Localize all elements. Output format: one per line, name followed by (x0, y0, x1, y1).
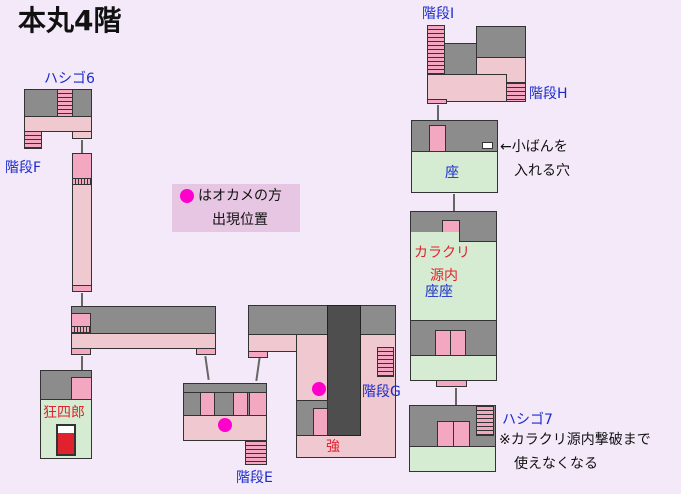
label-kaidan-i: 階段I (422, 6, 455, 22)
connector (255, 356, 261, 382)
label-kaidan-f: 階段F (5, 160, 42, 176)
label-kaidan-g: 階段G (362, 384, 401, 400)
label-kaidan-e: 階段E (236, 470, 273, 486)
legend-marker-icon (180, 189, 194, 203)
connector (437, 105, 439, 121)
label-kaidan-h: 階段H (529, 86, 568, 102)
lower-right-door1 (435, 330, 451, 356)
hashigo7-room (409, 446, 496, 472)
hashigo6-floor (24, 116, 92, 132)
coin-slot-icon[interactable] (482, 142, 493, 149)
vertical-corridor (72, 184, 92, 286)
kaidan-e-door2 (233, 392, 248, 416)
okame-marker-icon (312, 382, 326, 396)
lower-right-room (410, 355, 497, 381)
kaidan-h-stairs[interactable] (506, 83, 526, 102)
label-hashigo7: ハシゴ7 (502, 412, 553, 428)
g-block-inner-door (313, 408, 328, 436)
karakuri-room (410, 241, 497, 321)
lower-right-exit (436, 380, 467, 387)
g-block-dark-shaft (327, 305, 361, 436)
za-room-door (429, 125, 446, 152)
kaidan-e-door1 (200, 392, 215, 416)
g-block-door (248, 351, 268, 358)
note-line2: 使えなくなる (514, 456, 598, 472)
kaidan-i-room-right (476, 26, 526, 58)
kyoshiro-boss-head-icon (58, 426, 74, 433)
label-kyoshiro: 狂四郎 (43, 405, 85, 421)
legend-line1: はオカメの方 (198, 188, 282, 204)
label-hashigo6: ハシゴ6 (44, 71, 95, 87)
karakuri-room-notch (411, 232, 459, 244)
horizontal-corridor (71, 333, 216, 349)
connector (455, 388, 457, 406)
lower-right-door2 (450, 330, 466, 356)
hashigo7-ladder[interactable] (476, 406, 494, 436)
kaidan-i-stairs[interactable] (427, 25, 445, 75)
za-room (411, 151, 498, 193)
label-gennai: 源内 (430, 268, 458, 284)
legend-box (172, 184, 300, 232)
hashigo7-door2 (453, 421, 470, 447)
horizontal-corridor-door-l (71, 348, 91, 355)
horizontal-corridor-door-r (196, 348, 216, 355)
horizontal-block-grate (71, 326, 91, 333)
kaidan-i-corridor (427, 74, 507, 102)
page-title: 本丸4階 (18, 4, 122, 37)
horizontal-block-wall (71, 306, 216, 334)
hashigo6-door (72, 131, 92, 139)
kyoshiro-room-door (71, 377, 92, 400)
hashigo6-ladder[interactable] (57, 89, 73, 117)
kaidan-e-stairs[interactable] (245, 441, 267, 465)
horizontal-block-door (71, 313, 91, 327)
label-karakuri: カラクリ (414, 245, 470, 261)
legend-line2: 出現位置 (212, 212, 268, 228)
connector (81, 293, 83, 307)
koban-note-line2: 入れる穴 (514, 163, 570, 179)
hashigo7-door1 (437, 421, 454, 447)
connector (453, 194, 455, 212)
okame-marker-icon (218, 418, 232, 432)
g-block-top-wall (248, 305, 396, 335)
label-za2: 座座 (425, 284, 453, 300)
kaidan-i-room-left (444, 43, 477, 75)
kaidan-g-stairs[interactable] (377, 347, 394, 377)
connector (81, 140, 83, 154)
label-kyo: 強 (326, 439, 340, 455)
kaidan-i-door (427, 99, 447, 104)
connector (204, 355, 210, 381)
vertical-corridor-top (72, 153, 92, 179)
koban-note-line1: ←小ばんを (500, 139, 568, 155)
kaidan-e-door3 (249, 392, 267, 416)
connector (81, 356, 83, 370)
note-line1: ※カラクリ源内撃破まで (499, 432, 651, 448)
label-za1: 座 (445, 165, 459, 181)
vertical-corridor-end (72, 285, 92, 292)
kaidan-f-stairs[interactable] (24, 131, 42, 149)
